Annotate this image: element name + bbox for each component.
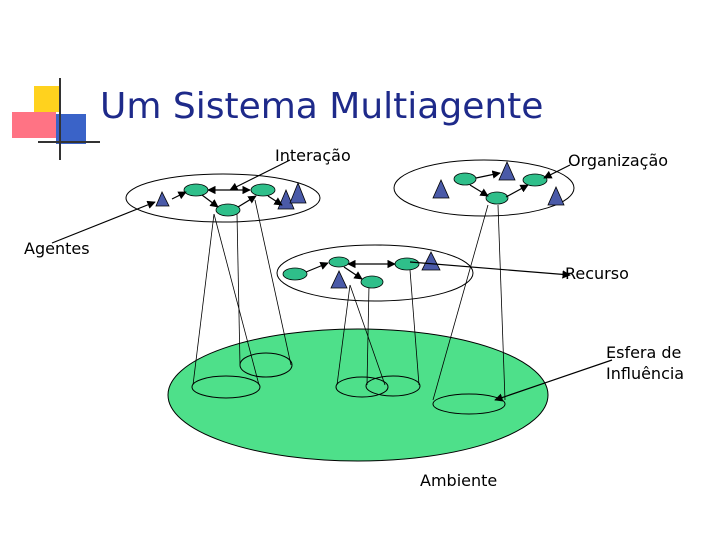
callout-agentes xyxy=(51,200,156,244)
resources-left-group xyxy=(183,183,276,217)
label-esfera-line1: Esfera de xyxy=(606,343,682,362)
callout-arrows xyxy=(51,159,613,402)
label-organizacao: Organização xyxy=(568,151,669,170)
label-interacao: Interação xyxy=(275,146,351,165)
agents-middle-group xyxy=(330,251,441,289)
logo-decoration xyxy=(12,78,100,160)
label-recurso: Recurso xyxy=(565,264,629,283)
interaction-arrows-left xyxy=(171,185,283,208)
organization-ellipse-left xyxy=(125,173,321,223)
interaction-arrows-right xyxy=(469,170,529,198)
resources-right-group xyxy=(453,172,548,205)
organization-ellipse-right xyxy=(393,159,575,217)
callout-interacao xyxy=(229,159,291,191)
label-agentes: Agentes xyxy=(24,239,90,258)
callout-recurso xyxy=(409,261,571,279)
callout-organizacao xyxy=(543,164,571,179)
agents-right-group xyxy=(432,161,565,206)
label-esfera-line2: Influência xyxy=(606,364,685,383)
organization-ellipse-middle xyxy=(276,244,474,302)
interaction-arrows-middle xyxy=(305,259,396,280)
slide-title: Um Sistema Multiagente xyxy=(100,86,544,127)
label-ambiente: Ambiente xyxy=(420,471,498,490)
callout-esfera xyxy=(494,359,613,402)
environment-ellipse xyxy=(167,328,549,462)
resources-middle-group xyxy=(282,256,420,289)
projection-lines xyxy=(192,199,506,401)
